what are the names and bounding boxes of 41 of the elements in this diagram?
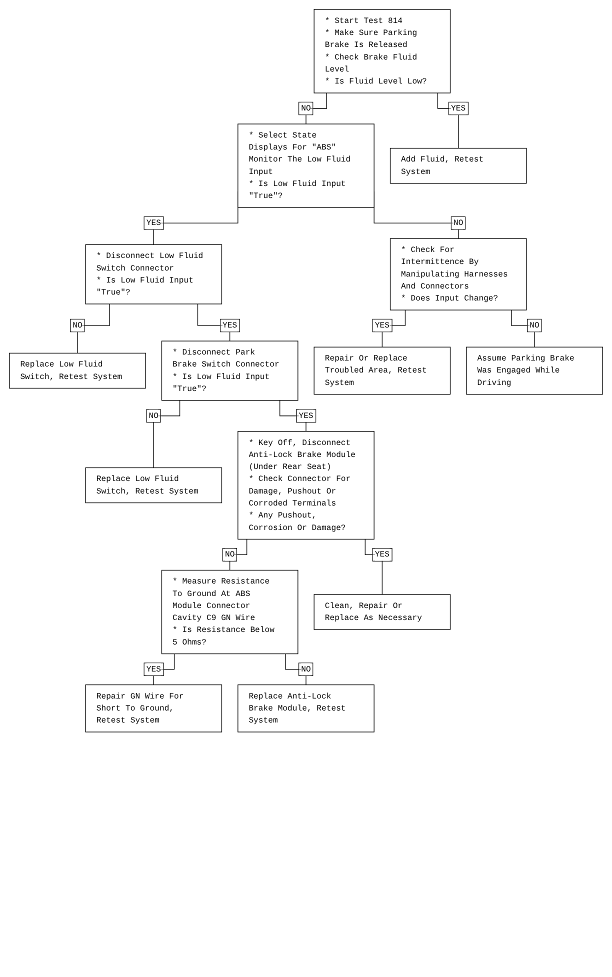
node-box: * Start Test 814 * Make Sure Parking Brake Is Released * Check Brake Fluid Level * Is Fluid Level Low? (314, 9, 451, 94)
edge-label: NO (453, 218, 464, 228)
connector (285, 653, 306, 686)
edge-label: NO (301, 664, 311, 674)
edge-label: YES (146, 218, 161, 228)
node-box: Replace Low Fluid Switch, Retest System (9, 352, 146, 389)
node-box: * Disconnect Low Fluid Switch Connector * Is Low Fluid Input "True"? (85, 244, 222, 304)
node-box: Clean, Repair Or Replace As Necessary (314, 594, 451, 630)
node-box: * Disconnect Park Brake Switch Connector * Is Low Fluid Input "True"? (161, 340, 298, 401)
connector (197, 304, 230, 342)
node-box: * Select State Displays For "ABS" Monitor The Low Fluid Input * Is Low Fluid Input "True"? (238, 124, 374, 208)
connector (280, 400, 306, 432)
edge-label: YES (298, 411, 314, 421)
connector (77, 304, 110, 354)
connector (306, 92, 327, 124)
connector (364, 538, 382, 595)
edge-label: NO (301, 104, 311, 114)
node-box: Add Fluid, Retest System (390, 148, 527, 184)
edge-label: NO (72, 320, 82, 330)
node-box: Repair Or Replace Troubled Area, Retest System (314, 346, 451, 395)
node-box: * Check For Intermittence By Manipulating Harnesses And Connectors * Does Input Change? (390, 238, 527, 310)
connector (511, 310, 535, 348)
connector (230, 538, 248, 571)
edge-label: NO (530, 320, 540, 330)
edge-label: YES (374, 320, 390, 330)
connector (437, 92, 459, 149)
connector (382, 310, 406, 348)
edge-label: YES (146, 664, 161, 674)
connector (153, 653, 175, 686)
node-box: * Measure Resistance To Ground At ABS Module Connector Cavity C9 GN Wire * Is Resistance Below 5 Ohms? (161, 570, 298, 654)
edge-label: NO (148, 411, 159, 421)
edge-label: YES (374, 550, 390, 560)
node-box: Assume Parking Brake Was Engaged While Driving (466, 346, 603, 395)
edge-label: YES (222, 320, 238, 330)
node-box: Replace Anti-Lock Brake Module, Retest System (238, 684, 374, 732)
node-box: Repair GN Wire For Short To Ground, Retest System (85, 684, 222, 732)
node-box: Replace Low Fluid Switch, Retest System (85, 467, 222, 504)
edge-label: YES (451, 104, 466, 114)
node-box: * Key Off, Disconnect Anti-Lock Brake Module (Under Rear Seat) * Check Connector For Damage, Pushout Or Corroded Terminals * Any Pushout, Corrosion Or Damage? (238, 431, 374, 540)
edge-label: NO (224, 550, 235, 560)
connector (153, 400, 180, 468)
